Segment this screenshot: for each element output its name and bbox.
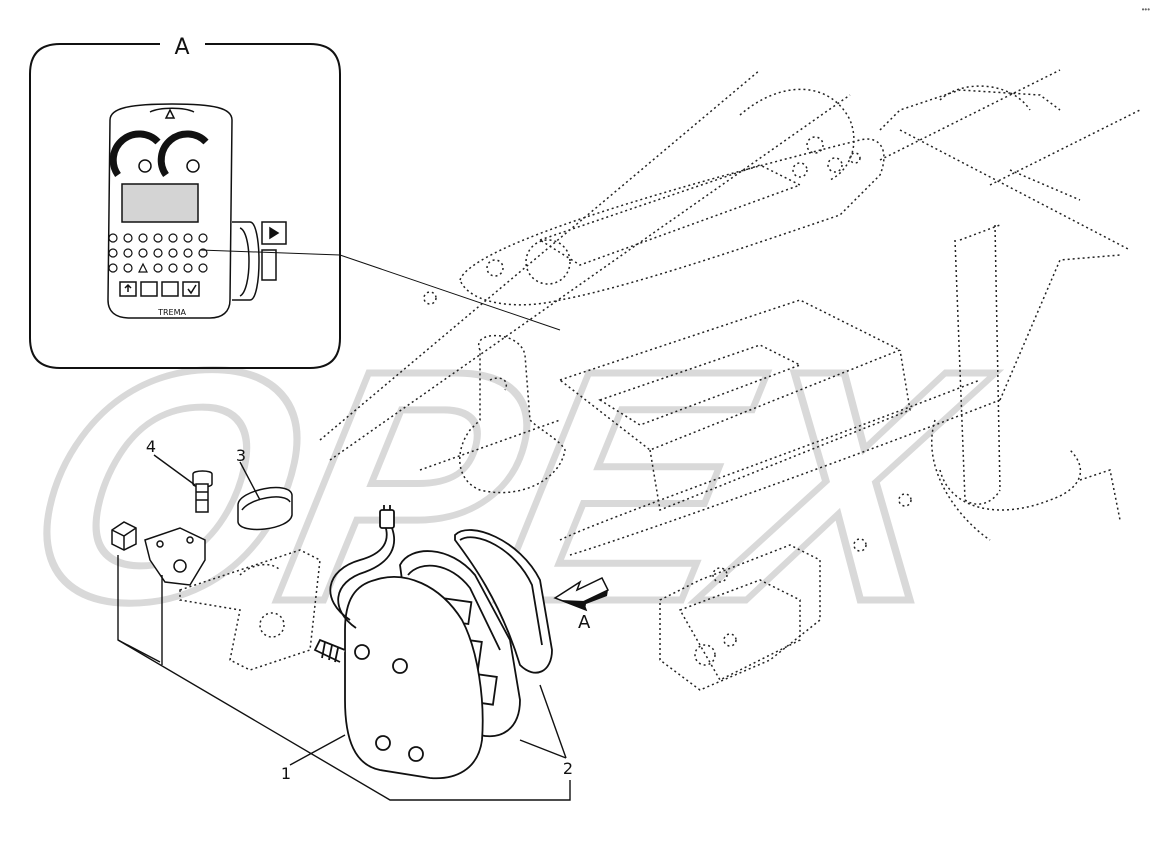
cap-part-3 <box>237 486 293 531</box>
display-screen <box>121 183 199 223</box>
detail-leader-line <box>199 249 561 331</box>
corner-mark: ••• <box>1142 5 1151 14</box>
temperature-icon <box>186 159 200 173</box>
callout-leaders <box>117 454 571 801</box>
callout-label-3: 3 <box>236 446 246 465</box>
left-gauge <box>109 130 161 178</box>
up-button <box>119 281 137 297</box>
up-arrow-icon <box>124 283 132 292</box>
view-arrow-a <box>553 577 610 612</box>
view-arrow-label: A <box>578 612 591 633</box>
back-button <box>140 281 158 297</box>
callout-label-2: 2 <box>563 759 573 778</box>
display-back-part-1 <box>313 505 484 780</box>
forward-button <box>161 281 179 297</box>
confirm-button <box>182 281 200 297</box>
callout-label-4: 4 <box>146 437 156 456</box>
bracket-part <box>144 527 206 586</box>
display-unit <box>107 103 287 319</box>
fuel-icon <box>138 159 152 173</box>
right-gauge <box>157 130 209 178</box>
machine-outline <box>179 69 1141 691</box>
callout-label-1: 1 <box>281 764 291 783</box>
bolt-part-4 <box>192 470 213 513</box>
detail-frame <box>29 43 341 369</box>
indicator-icons <box>108 233 208 273</box>
detail-view-label: A <box>174 35 189 60</box>
display-brand: TREMA <box>157 308 186 317</box>
check-icon <box>187 284 197 295</box>
warning-icon <box>164 108 176 119</box>
detail-view-a: A <box>29 35 341 369</box>
nut-part <box>111 521 137 551</box>
